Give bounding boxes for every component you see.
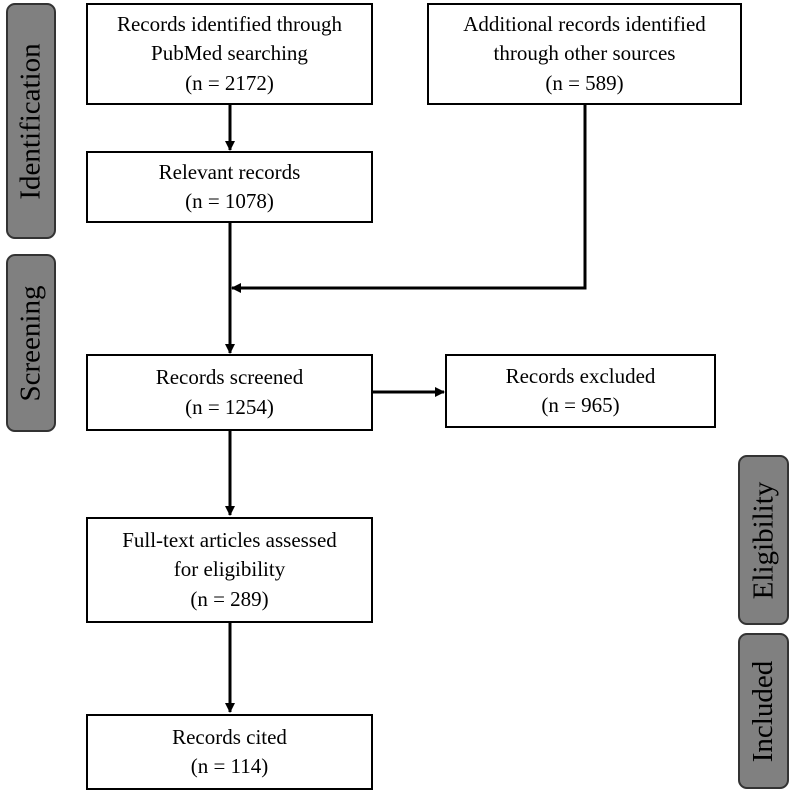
box-line: through other sources	[493, 41, 676, 66]
arrow-other-sources-to-merge	[231, 105, 587, 293]
box-records-excluded: Records excluded (n = 965)	[445, 354, 716, 428]
box-line: for eligibility	[173, 557, 286, 582]
box-count: (n = 114)	[190, 754, 269, 778]
box-other-sources-records: Additional records identified through ot…	[427, 3, 742, 105]
box-count: (n = 2172)	[185, 70, 274, 95]
box-pubmed-records: Records identified through PubMed search…	[86, 3, 373, 105]
box-line: Full-text articles assessed	[122, 527, 337, 552]
box-count: (n = 1254)	[185, 394, 274, 419]
box-line: Records screened	[155, 365, 304, 390]
box-count: (n = 289)	[190, 586, 269, 611]
box-count: (n = 589)	[545, 70, 624, 95]
box-line: PubMed searching	[151, 41, 308, 66]
stage-included: Included	[738, 633, 789, 789]
box-count: (n = 965)	[541, 393, 620, 417]
box-line: Relevant records	[158, 159, 301, 184]
box-line: Records cited	[172, 724, 287, 749]
box-records-cited: Records cited (n = 114)	[86, 714, 373, 790]
stage-screening: Screening	[6, 254, 56, 432]
box-line: Records excluded	[505, 363, 656, 388]
stage-eligibility: Eligibility	[738, 455, 789, 625]
box-full-text-assessed: Full-text articles assessed for eligibil…	[86, 517, 373, 623]
box-relevant-records: Relevant records (n = 1078)	[86, 151, 373, 223]
stage-identification: Identification	[6, 3, 56, 239]
box-records-screened: Records screened (n = 1254)	[86, 354, 373, 431]
box-line: Records identified through	[116, 11, 343, 36]
box-line: Additional records identified	[463, 11, 706, 36]
box-count: (n = 1078)	[185, 189, 274, 213]
